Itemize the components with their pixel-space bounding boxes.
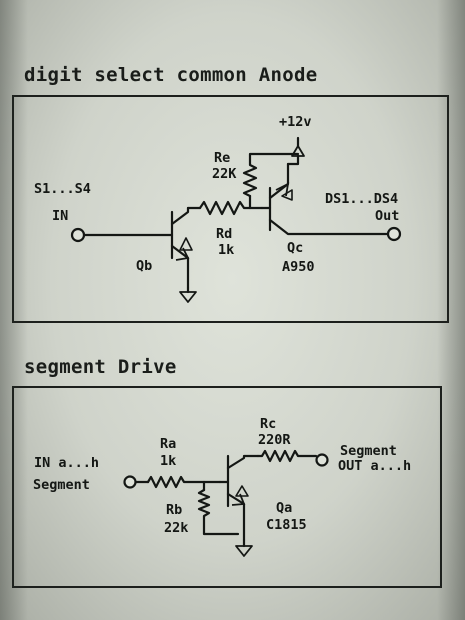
qc-transistor xyxy=(260,162,390,236)
qc-part: A950 xyxy=(282,259,315,275)
re-value: 22K xyxy=(212,166,237,182)
ground-symbol-1 xyxy=(179,286,197,303)
output-terminal-2 xyxy=(315,453,329,467)
output-label-2: Segment xyxy=(340,443,397,459)
output-sub-2: OUT a...h xyxy=(338,458,411,474)
ra-resistor xyxy=(146,475,222,489)
ra-value: 1k xyxy=(160,453,176,469)
qa-part: C1815 xyxy=(266,517,307,533)
qc-label: Qc xyxy=(287,240,303,256)
digit-select-frame xyxy=(12,95,449,323)
input-sub-2: Segment xyxy=(33,477,90,493)
segment-drive-title: segment Drive xyxy=(24,356,177,378)
output-sub-1: Out xyxy=(375,208,399,224)
rd-value: 1k xyxy=(218,242,234,258)
digit-select-title: digit select common Anode xyxy=(24,64,318,86)
input-sub-1: IN xyxy=(52,208,68,224)
rc-resistor xyxy=(256,449,318,463)
qa-label: Qa xyxy=(276,500,292,516)
input-terminal-1 xyxy=(70,227,86,243)
input-label-2: IN a...h xyxy=(34,455,99,471)
supply-label: +12v xyxy=(279,114,312,130)
ground-symbol-2 xyxy=(235,538,253,557)
input-label-1: S1...S4 xyxy=(34,181,91,197)
rd-resistor xyxy=(198,200,264,216)
rc-name: Rc xyxy=(260,416,276,432)
rc-value: 220R xyxy=(258,432,291,448)
re-resistor xyxy=(242,152,300,198)
digit-select-circuit: S1...S4 IN +12v Re 22K Rd 1k Qb Qc A950 … xyxy=(34,114,402,303)
segment-drive-circuit: IN a...h Segment Ra 1k Rb 22k Rc 220R Se… xyxy=(33,416,411,557)
output-label-1: DS1...DS4 xyxy=(325,191,398,207)
qb-transistor xyxy=(170,206,193,290)
input-terminal-2 xyxy=(123,475,137,489)
qa-transistor xyxy=(218,454,260,542)
qb-label: Qb xyxy=(136,258,152,274)
rd-name: Rd xyxy=(216,226,232,242)
segment-drive-frame xyxy=(12,386,442,588)
supply-rail xyxy=(286,136,305,166)
ra-name: Ra xyxy=(160,436,176,452)
output-terminal-1 xyxy=(386,226,402,242)
rb-name: Rb xyxy=(166,502,182,518)
rb-resistor xyxy=(197,488,240,536)
re-name: Re xyxy=(214,150,230,166)
rb-value: 22k xyxy=(164,520,188,536)
